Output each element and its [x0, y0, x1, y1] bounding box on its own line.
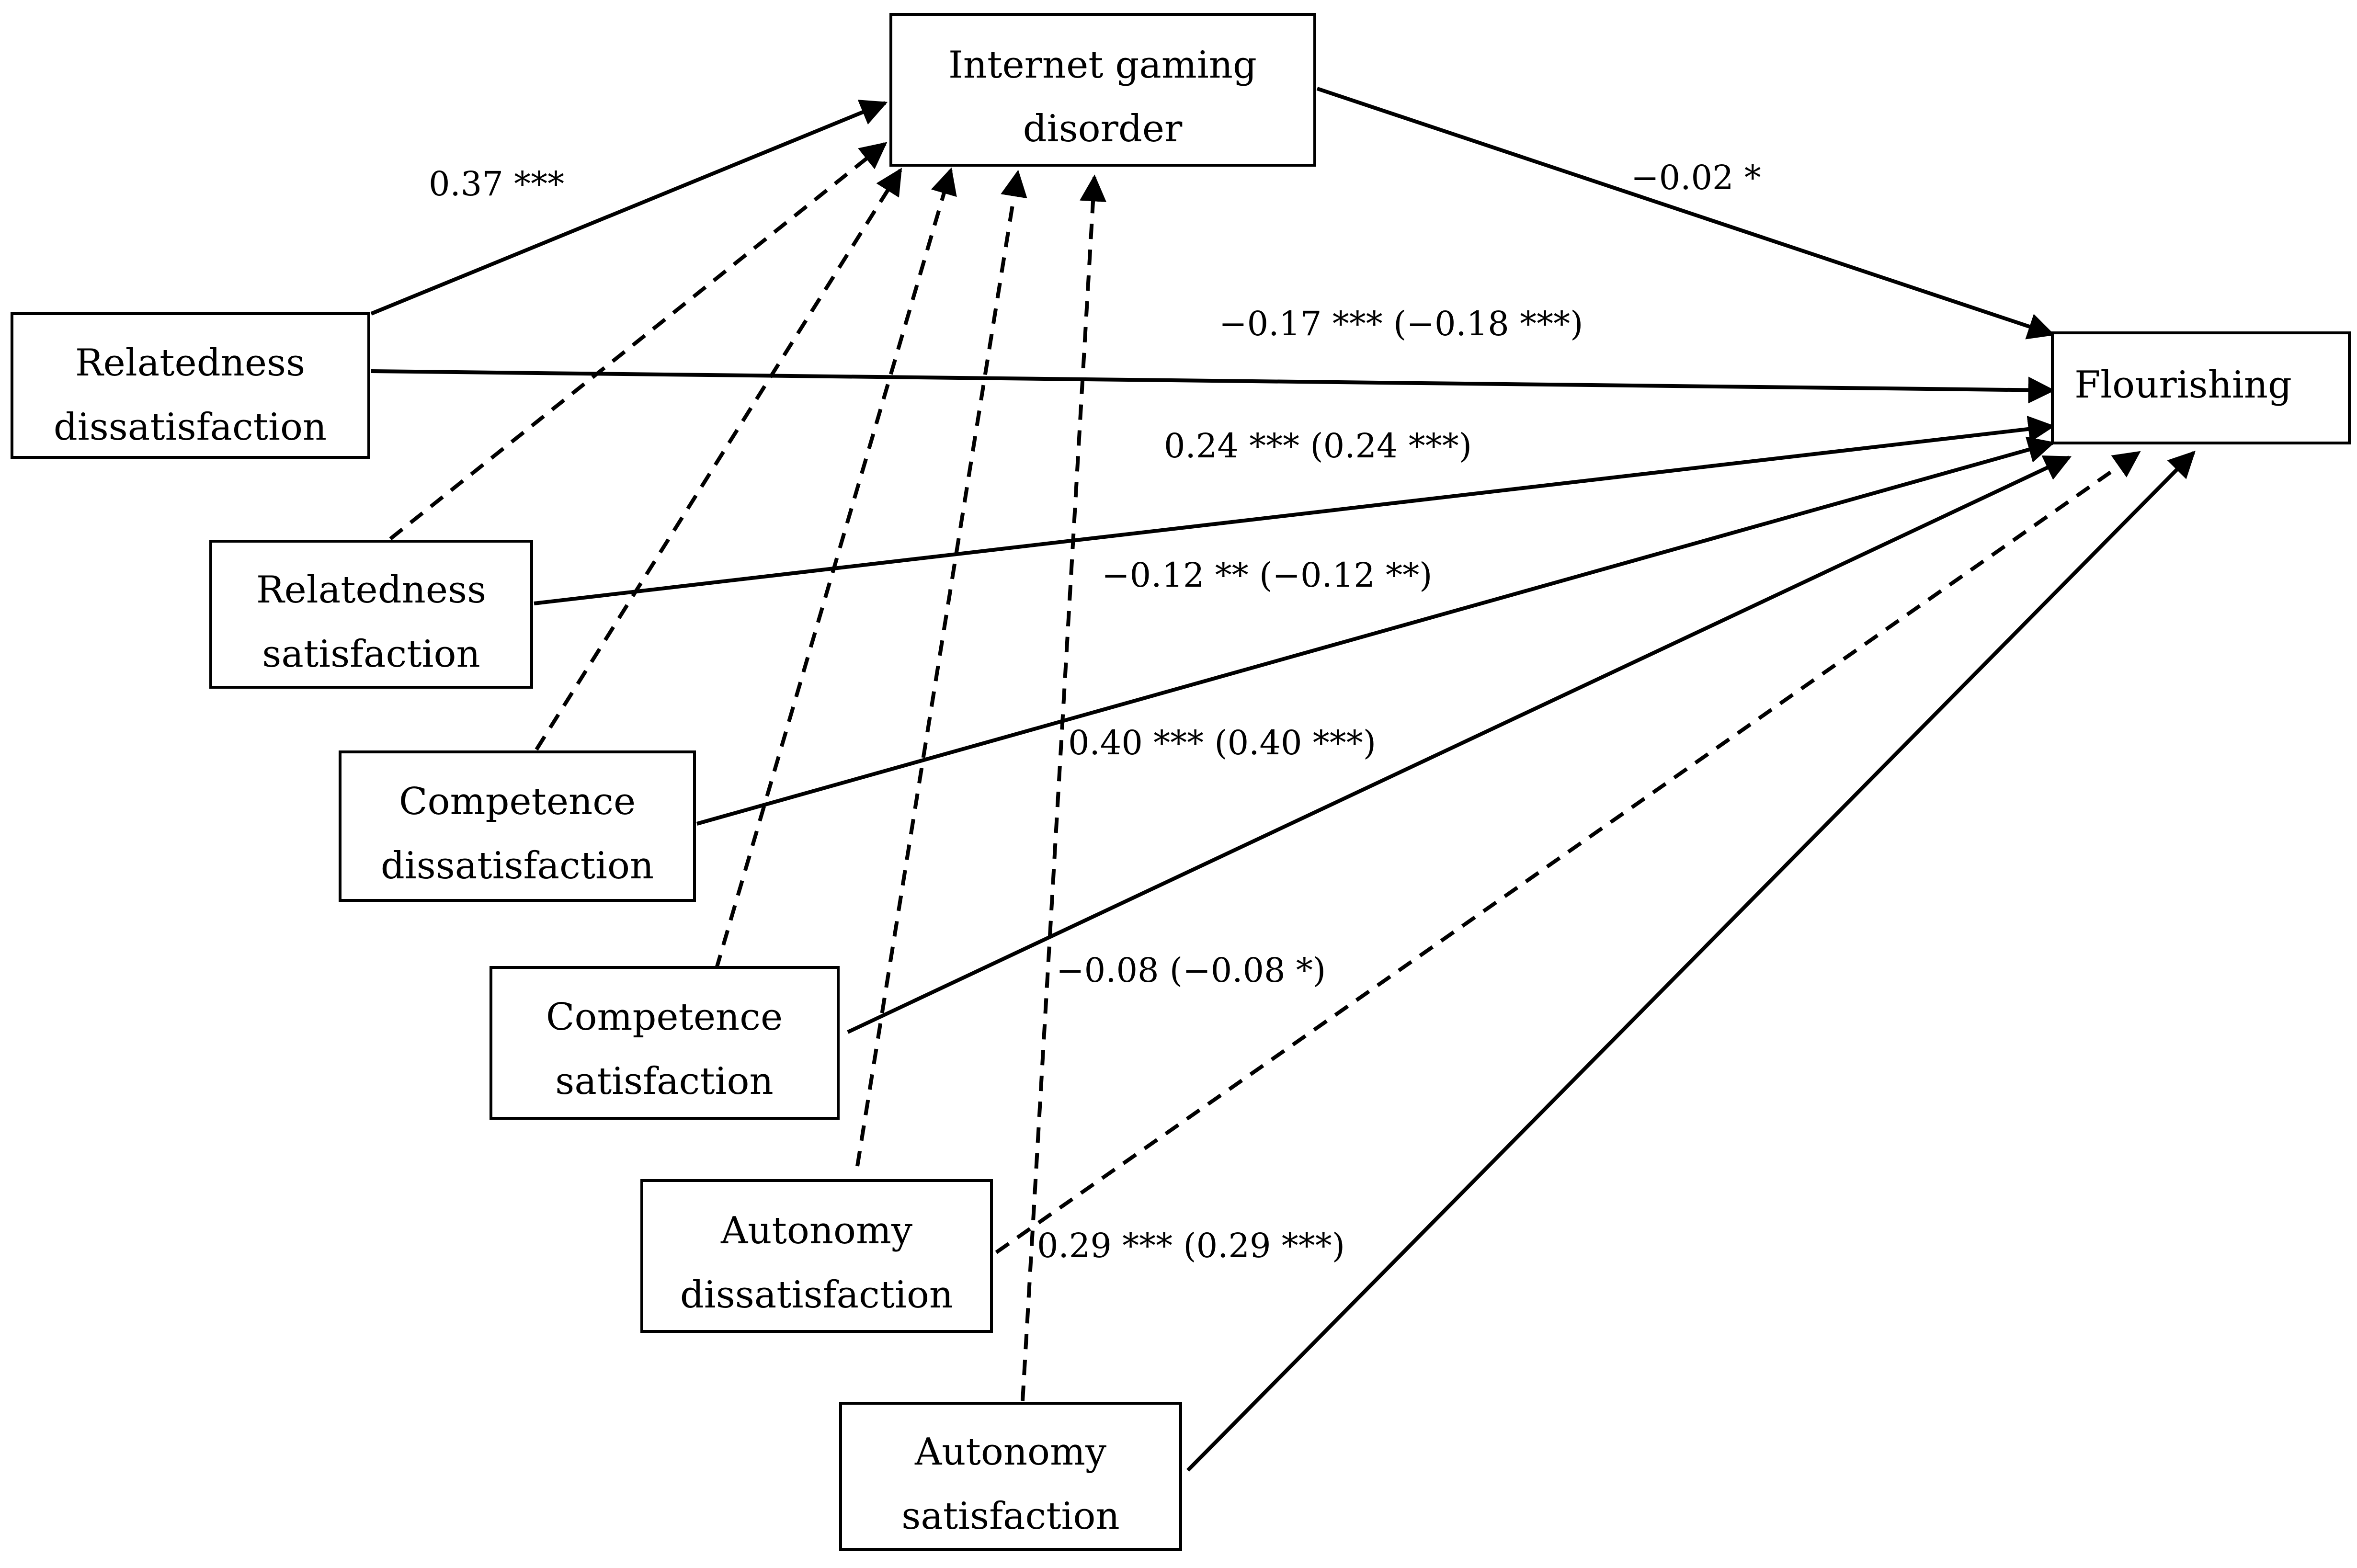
node-competence-dissatisfaction: Competence dissatisfaction — [339, 750, 696, 902]
node-label: Relatedness — [75, 341, 305, 385]
node-label: disorder — [1023, 107, 1183, 150]
arrow-compdis-to-flourishing — [696, 436, 2055, 826]
node-label: Flourishing — [2074, 364, 2292, 407]
coef-relsat-to-flourishing: 0.24 *** (0.24 ***) — [1164, 426, 1472, 466]
arrow-compdis-to-igd — [535, 168, 902, 751]
node-label: Autonomy — [720, 1209, 912, 1252]
coef-compsat-to-flourishing: 0.40 *** (0.40 ***) — [1068, 723, 1376, 762]
node-relatedness-satisfaction: Relatedness satisfaction — [209, 540, 533, 689]
arrow-reldis-to-igd — [370, 100, 888, 316]
arrow-reldis-to-flourishing — [371, 369, 2055, 404]
node-label: Competence — [546, 996, 783, 1039]
node-label: Relatedness — [256, 568, 486, 612]
arrow-relsat-to-igd — [389, 142, 888, 541]
arrow-igd-to-flourishing — [1316, 87, 2055, 340]
node-competence-satisfaction: Competence satisfaction — [490, 966, 840, 1120]
node-label: dissatisfaction — [680, 1273, 953, 1317]
arrow-autsat-to-igd — [1021, 174, 1106, 1401]
node-label: dissatisfaction — [54, 406, 327, 449]
node-autonomy-dissatisfaction: Autonomy dissatisfaction — [640, 1179, 993, 1333]
node-relatedness-dissatisfaction: Relatedness dissatisfaction — [11, 312, 370, 459]
coef-compdis-to-flourishing: −0.12 ** (−0.12 **) — [1102, 556, 1432, 595]
coef-reldis-to-flourishing: −0.17 *** (−0.18 ***) — [1219, 304, 1583, 343]
arrow-relsat-to-flourishing — [534, 416, 2055, 605]
coef-autsat-to-flourishing: 0.29 *** (0.29 ***) — [1037, 1226, 1345, 1265]
arrow-autdis-to-igd — [855, 170, 1027, 1167]
node-label: satisfaction — [901, 1495, 1119, 1538]
node-flourishing: Flourishing — [2051, 331, 2351, 444]
node-label: Autonomy — [914, 1431, 1106, 1474]
node-label: satisfaction — [262, 633, 480, 676]
coef-autdis-to-flourishing: −0.08 (−0.08 *) — [1056, 951, 1326, 990]
node-autonomy-satisfaction: Autonomy satisfaction — [839, 1402, 1182, 1551]
node-label: Internet gaming — [948, 44, 1257, 87]
arrow-autsat-to-flourishing — [1186, 451, 2196, 1472]
coef-igd-to-flourishing: −0.02 * — [1631, 158, 1761, 197]
node-label: dissatisfaction — [381, 844, 654, 887]
coef-reldis-to-igd: 0.37 *** — [429, 164, 564, 204]
arrow-compsat-to-flourishing — [847, 455, 2072, 1034]
node-label: Competence — [399, 780, 636, 823]
node-label: satisfaction — [555, 1060, 773, 1103]
node-internet-gaming-disorder: Internet gaming disorder — [889, 13, 1316, 167]
